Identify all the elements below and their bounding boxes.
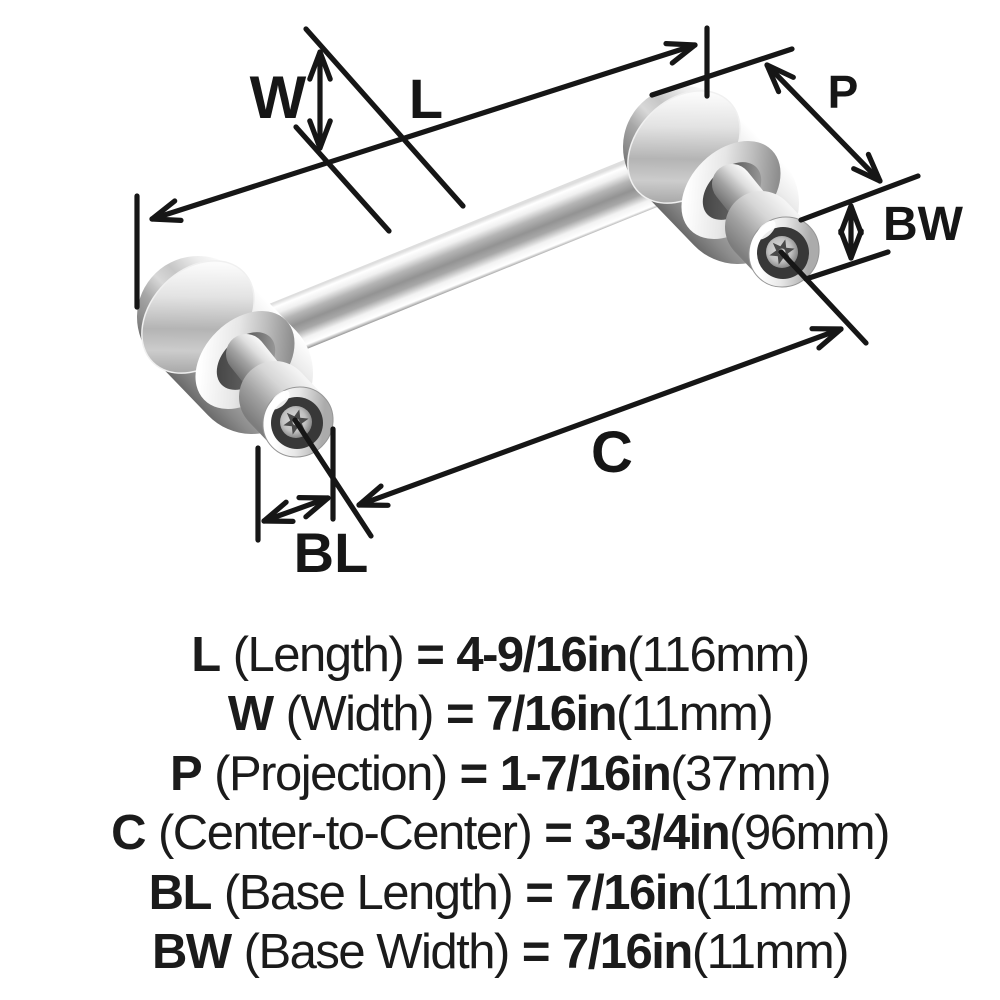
legend-label: BL bbox=[148, 865, 213, 920]
legend-row-bl: BL(Base Length)=7/16in(11mm) bbox=[0, 863, 1000, 923]
legend-equals: = bbox=[459, 746, 489, 801]
legend-term: (Length) bbox=[232, 627, 405, 682]
legend-row-l: L(Length)=4-9/16in(116mm) bbox=[0, 625, 1000, 685]
legend-label: BW bbox=[151, 925, 232, 980]
legend-term: (Base Width) bbox=[243, 925, 511, 980]
legend-metric: (116mm) bbox=[626, 627, 810, 682]
legend-value: 7/16in bbox=[486, 687, 617, 742]
legend-metric: (37mm) bbox=[670, 746, 831, 801]
legend-label: W bbox=[227, 687, 274, 742]
handle-bar bbox=[251, 135, 707, 363]
dim-label-w: W bbox=[250, 64, 307, 131]
dim-label-bl: BL bbox=[294, 521, 369, 584]
legend-term: (Base Length) bbox=[223, 865, 514, 920]
legend-value: 3-3/4in bbox=[584, 806, 730, 861]
legend-equals: = bbox=[525, 865, 554, 920]
legend-value: 4-9/16in bbox=[456, 627, 628, 682]
legend-metric: (11mm) bbox=[695, 865, 853, 920]
dim-label-l: L bbox=[409, 67, 443, 130]
legend-term: (Projection) bbox=[214, 746, 448, 801]
legend-value: 1-7/16in bbox=[499, 746, 672, 801]
dim-label-p: P bbox=[828, 66, 859, 118]
legend-label: L bbox=[191, 627, 221, 682]
legend-equals: = bbox=[445, 687, 475, 742]
legend-equals: = bbox=[544, 806, 573, 861]
legend-metric: (11mm) bbox=[691, 925, 850, 980]
legend-row-p: P(Projection)=1-7/16in(37mm) bbox=[0, 744, 1000, 804]
legend-metric: (96mm) bbox=[729, 806, 890, 861]
legend-value: 7/16in bbox=[561, 925, 693, 980]
legend-row-c: C(Center-to-Center)=3-3/4in(96mm) bbox=[0, 804, 1000, 864]
legend-label: C bbox=[111, 806, 146, 861]
legend-metric: (11mm) bbox=[616, 687, 774, 742]
legend-equals: = bbox=[416, 627, 445, 682]
legend-term: (Width) bbox=[285, 687, 435, 742]
dimension-lines bbox=[134, 25, 921, 543]
legend-term: (Center-to-Center) bbox=[157, 806, 533, 861]
dim-label-c: C bbox=[591, 420, 633, 485]
left-post bbox=[120, 239, 348, 472]
dim-label-bw: BW bbox=[883, 198, 964, 251]
legend-row-w: W(Width)=7/16in(11mm) bbox=[0, 685, 1000, 745]
legend-equals: = bbox=[521, 925, 551, 980]
right-post bbox=[606, 69, 834, 302]
dimension-legend: L(Length)=4-9/16in(116mm) W(Width)=7/16i… bbox=[0, 625, 1000, 982]
legend-label: P bbox=[169, 746, 203, 801]
legend-row-bw: BW(Base Width)=7/16in(11mm) bbox=[0, 923, 1000, 983]
legend-value: 7/16in bbox=[565, 865, 696, 920]
